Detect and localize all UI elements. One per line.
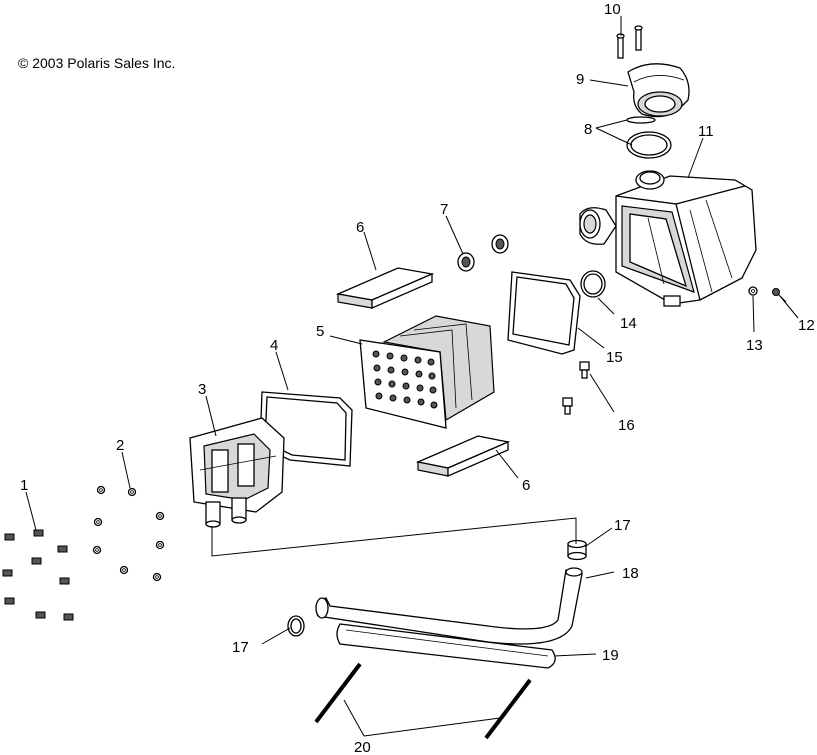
- callout-labels: 1 2 3 4 5 6 6 7 8 9 10 11 12 13 14 15 16…: [20, 1, 815, 755]
- callout-19: 19: [602, 647, 619, 664]
- part-7-grommets: [457, 234, 509, 272]
- callout-4: 4: [270, 337, 278, 354]
- part-13-washer: [748, 286, 758, 296]
- callout-15: 15: [606, 349, 623, 366]
- callout-20: 20: [354, 739, 371, 755]
- callout-5: 5: [316, 323, 324, 340]
- copyright-text: © 2003 Polaris Sales Inc.: [18, 55, 175, 71]
- part-14-o-ring: [580, 270, 606, 298]
- part-19-hose: [336, 623, 556, 669]
- part-8-seal-rings: [626, 116, 672, 159]
- part-2-nuts: [92, 485, 165, 582]
- callout-14: 14: [620, 315, 637, 332]
- callout-3: 3: [198, 381, 206, 398]
- callout-12: 12: [798, 317, 815, 334]
- callout-6-upper: 6: [356, 219, 364, 236]
- part-17-clamp-upper: [567, 539, 587, 561]
- callout-16: 16: [618, 417, 635, 434]
- part-16-screws: [562, 361, 590, 415]
- part-11-airbox-housing: [579, 170, 757, 307]
- callout-11: 11: [698, 123, 714, 140]
- part-6-filter-pad-lower: [415, 435, 511, 477]
- part-17-clamp-lower: [287, 615, 305, 637]
- part-1-bolts: [2, 529, 74, 621]
- callout-6-lower: 6: [522, 477, 530, 494]
- part-5-filter-element: [359, 315, 495, 429]
- callout-18: 18: [622, 565, 639, 582]
- callout-17-upper: 17: [614, 517, 631, 534]
- callout-1: 1: [20, 477, 28, 494]
- part-20-straps: [314, 662, 532, 740]
- callout-9: 9: [576, 71, 584, 88]
- callout-8: 8: [584, 121, 592, 138]
- filter-holes: [372, 350, 438, 409]
- callout-2: 2: [116, 437, 124, 454]
- part-18-hose: [315, 567, 583, 645]
- callout-10: 10: [604, 1, 621, 18]
- part-15-gasket: [507, 271, 581, 355]
- part-6-filter-pad-upper: [335, 267, 435, 309]
- callout-7: 7: [440, 201, 448, 218]
- part-9-elbow-duct: [627, 63, 690, 118]
- leader-lines: [25, 16, 799, 737]
- part-12-screw: [772, 288, 787, 303]
- callout-13: 13: [746, 337, 763, 354]
- callout-17-lower: 17: [232, 639, 249, 656]
- part-3-adapter-plate: [189, 417, 285, 528]
